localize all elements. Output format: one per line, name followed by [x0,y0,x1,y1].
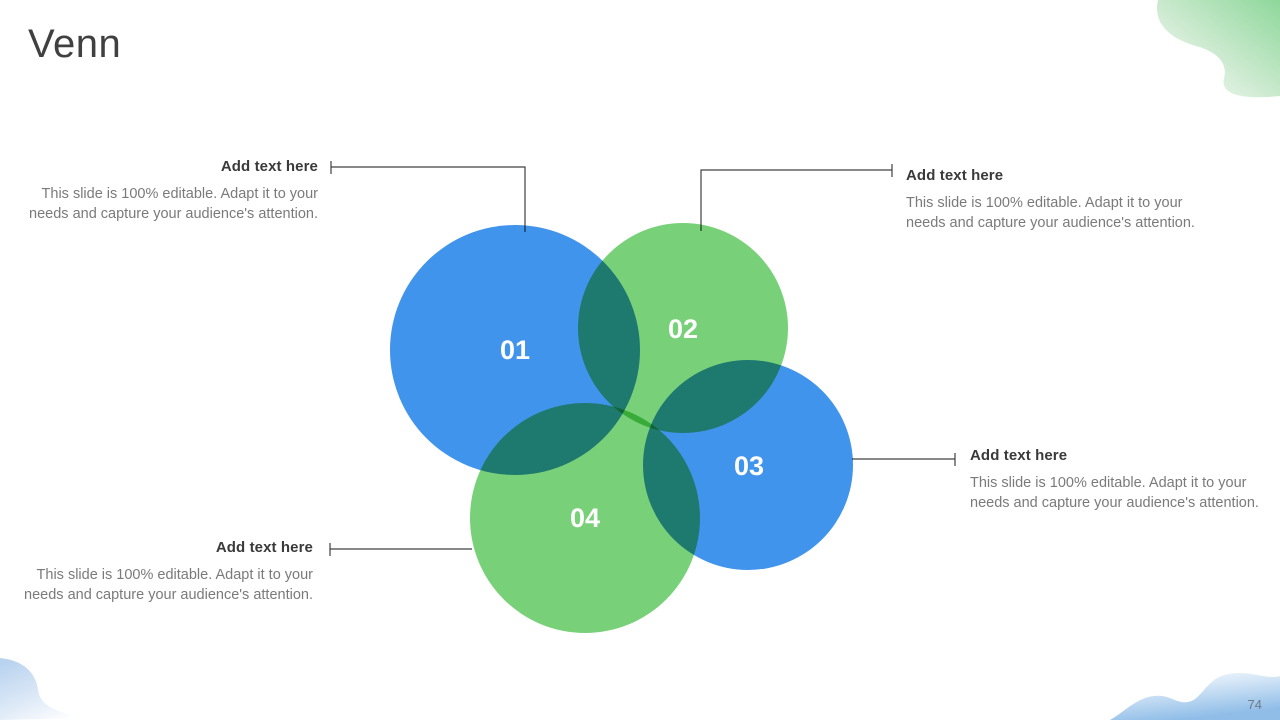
page-number: 74 [1247,697,1262,712]
venn-label-02: 02 [668,314,698,344]
callout-01: Add text here This slide is 100% editabl… [13,158,318,224]
connector-line-01 [330,161,526,232]
connector-lines [329,161,956,556]
callout-04-body: This slide is 100% editable. Adapt it to… [24,567,313,603]
callout-03-heading: Add text here [970,447,1068,464]
connector-line-04 [329,543,472,556]
page-title: Venn [28,22,122,66]
venn-circles [390,223,853,633]
venn-label-01: 01 [500,335,530,365]
connector-line-02 [700,164,893,231]
venn-circle-04[interactable] [470,403,700,633]
callout-04-heading: Add text here [215,539,313,556]
callout-01-heading: Add text here [220,158,318,175]
callout-02-heading: Add text here [906,167,1004,184]
venn-label-04: 04 [570,503,600,533]
connector-line-03 [852,453,956,466]
callout-03-body: This slide is 100% editable. Adapt it to… [970,475,1259,511]
callout-01-body: This slide is 100% editable. Adapt it to… [29,186,318,222]
callout-02-body: This slide is 100% editable. Adapt it to… [906,195,1195,231]
callout-03: Add text here This slide is 100% editabl… [970,447,1275,513]
venn-label-03: 03 [734,451,764,481]
callout-04: Add text here This slide is 100% editabl… [8,539,313,605]
venn-number-labels: 01 02 03 04 [500,314,764,533]
callout-02: Add text here This slide is 100% editabl… [906,167,1211,233]
